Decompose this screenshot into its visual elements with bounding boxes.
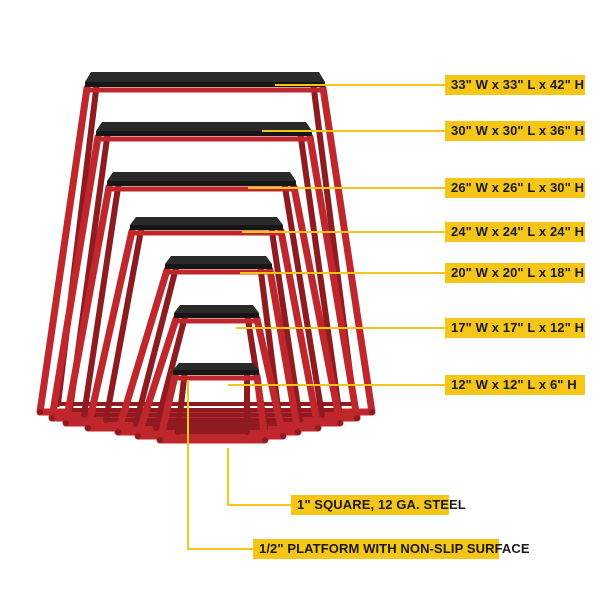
box-3-left-foot	[63, 420, 69, 426]
box-4-rear-left-leg	[103, 222, 145, 423]
box-6-left-foot	[135, 433, 141, 439]
size-label-box-6: 17" W x 17" L x 12" H	[445, 318, 585, 338]
box-3-front-left-leg	[62, 183, 113, 427]
box-3-rear-right-leg	[281, 178, 325, 418]
box-2-rear-right-leg	[297, 128, 342, 413]
platform-label: 1/2" PLATFORM WITH NON-SLIP SURFACE	[253, 539, 530, 559]
box-6-front-left-leg	[134, 315, 180, 440]
box-4-rear-right-leg	[268, 222, 303, 423]
box-5-right-foot	[295, 429, 301, 435]
box-1-front-right-leg	[319, 84, 376, 416]
box-6-rear-left-leg	[153, 310, 189, 431]
box-4-front-left-leg	[84, 227, 136, 432]
leader-line-box-5	[240, 272, 445, 274]
leader-line-box-2	[262, 130, 445, 132]
box-6-right-foot	[280, 433, 286, 439]
leader-line-frame-h	[227, 504, 291, 506]
box-6-platform-edge	[174, 313, 259, 318]
leader-line-box-6	[236, 327, 445, 329]
size-label-box-1: 33" W x 33" L x 42" H	[445, 75, 585, 95]
box-3-platform-top	[107, 172, 296, 181]
box-3-front-right-leg	[290, 183, 344, 427]
box-2-platform-top	[96, 122, 312, 131]
box-4-left-foot	[85, 425, 91, 431]
leader-line-box-3	[248, 187, 445, 189]
leader-line-frame-v	[227, 448, 229, 505]
box-7-platform-edge	[173, 370, 259, 375]
box-4-platform-top	[130, 217, 283, 225]
box-4-right-foot	[315, 425, 321, 431]
leader-line-box-1	[275, 84, 445, 86]
leader-line-platform-h	[187, 548, 253, 550]
box-6-platform-top	[174, 305, 259, 313]
box-1-right-foot	[369, 409, 375, 415]
box-3-right-foot	[337, 420, 343, 426]
size-label-box-2: 30" W x 30" L x 36" H	[445, 121, 585, 141]
box-7-front-right-leg	[253, 372, 269, 444]
nested-boxes	[36, 72, 376, 444]
box-5-rear-left-leg	[133, 261, 180, 427]
box-3-rear-left-leg	[81, 178, 122, 418]
box-5-left-foot	[115, 429, 121, 435]
leader-line-platform-v	[187, 380, 189, 549]
box-2-front-left-leg	[48, 133, 102, 422]
box-7-front-left-leg	[156, 372, 179, 444]
size-label-box-5: 20" W x 20" L x 18" H	[445, 263, 585, 283]
box-2-platform-edge	[96, 131, 312, 136]
box-3-platform-edge	[107, 181, 296, 186]
box-2-front-right-leg	[306, 133, 361, 422]
box-1-front-left-leg	[36, 84, 91, 416]
box-7-right-foot	[262, 437, 268, 443]
size-label-box-4: 24" W x 24" L x 24" H	[445, 222, 585, 242]
box-1-platform-top	[85, 72, 325, 82]
box-2-left-foot	[49, 415, 55, 421]
box-5-front-left-leg	[114, 266, 171, 436]
size-label-box-3: 26" W x 26" L x 30" H	[445, 178, 585, 198]
box-5-platform-edge	[165, 264, 272, 269]
leader-line-box-4	[242, 231, 445, 233]
box-5-platform-top	[165, 256, 272, 264]
leader-line-box-7	[228, 384, 445, 386]
box-2-right-foot	[354, 415, 360, 421]
box-7-left-foot	[157, 437, 163, 443]
box-4-front-right-leg	[277, 227, 322, 432]
box-4-platform-edge	[130, 225, 283, 230]
size-label-box-7: 12" W x 12" L x 6" H	[445, 375, 585, 395]
box-1-left-foot	[37, 409, 43, 415]
box-6-front-right-leg	[253, 315, 287, 440]
box-7-platform-top	[173, 363, 259, 370]
box-1-platform-edge	[85, 82, 325, 87]
box-5-front-right-leg	[266, 266, 302, 436]
frame-material-label: 1" SQUARE, 12 GA. STEEL	[291, 495, 466, 515]
